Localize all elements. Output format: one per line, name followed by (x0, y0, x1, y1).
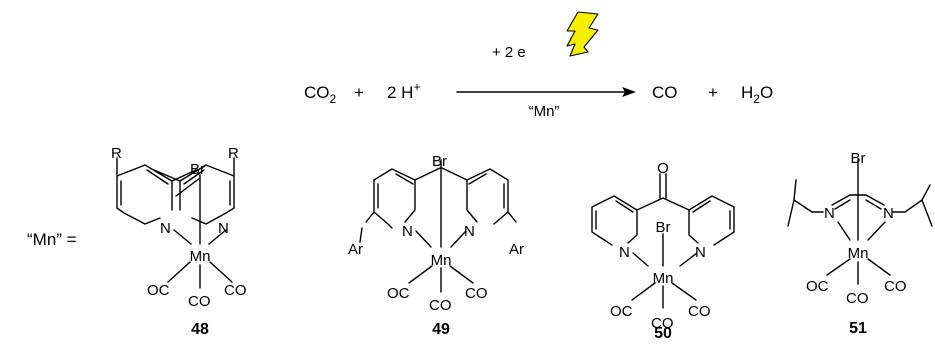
substituent-r: R (228, 145, 239, 162)
carbonyl-ligand: CO (224, 282, 247, 299)
pyridine-nitrogen: N (619, 244, 630, 261)
reactant-co2: CO2 (304, 83, 337, 106)
diimine-nitrogen: N (824, 205, 835, 222)
carbonyl-ligand: CO (846, 290, 869, 307)
bromide-ligand: Br (851, 150, 866, 167)
bromide-ligand: Br (656, 219, 671, 236)
ligand-bonds (359, 159, 517, 293)
manganese-center: Mn (431, 252, 452, 269)
carbonyl-ligand: OC (610, 303, 633, 320)
electron-label: + 2 e (492, 44, 526, 61)
complex-50: O Br N N Mn OC CO CO 50 (591, 160, 735, 342)
reactant-protons: 2 H+ (387, 80, 420, 102)
pyridine-nitrogen: N (160, 220, 171, 237)
ligand-bonds (787, 159, 933, 285)
ligand-bonds (116, 157, 235, 289)
compound-number: 49 (432, 321, 450, 338)
lightning-icon (566, 11, 599, 57)
plus-sign: + (708, 83, 718, 102)
bromide-ligand: Br (432, 153, 447, 170)
carbonyl-ligand: OC (806, 278, 829, 295)
carbonyl-ligand: OC (147, 282, 170, 299)
pyridine-nitrogen: N (218, 220, 229, 237)
manganese-center: Mn (848, 245, 869, 262)
ketone-oxygen: O (657, 160, 669, 177)
reaction-arrow-head (622, 87, 636, 97)
carbonyl-ligand: OC (387, 285, 410, 302)
aryl-substituent: Ar (509, 241, 524, 258)
complex-51: Br N N Mn OC CO CO 51 (787, 150, 933, 337)
catalyst-label: “Mn” (529, 103, 560, 120)
complex-48: R R Br N N Mn OC CO CO 48 (111, 145, 247, 338)
ligand-bonds (591, 173, 735, 309)
compound-number: 50 (654, 325, 672, 342)
carbonyl-ligand: CO (465, 285, 488, 302)
manganese-center: Mn (653, 270, 674, 287)
diimine-nitrogen: N (883, 205, 894, 222)
compound-number: 51 (849, 320, 867, 337)
reaction-equation: CO2 + 2 H+ + 2 e “Mn” CO + H2O (304, 11, 773, 120)
product-co: CO (652, 83, 678, 102)
substituent-r: R (111, 145, 122, 162)
manganese-center: Mn (190, 248, 211, 265)
pyridine-nitrogen: N (464, 223, 475, 240)
carbonyl-ligand: CO (188, 293, 211, 310)
pyridine-nitrogen: N (695, 244, 706, 261)
aryl-substituent: Ar (348, 241, 363, 258)
carbonyl-ligand: CO (429, 297, 452, 314)
carbonyl-ligand: CO (651, 315, 674, 332)
plus-sign: + (354, 83, 364, 102)
compound-number: 48 (191, 321, 209, 338)
pyridine-nitrogen: N (402, 223, 413, 240)
carbonyl-ligand: CO (884, 278, 907, 295)
mn-equals-label: “Mn” = (27, 230, 77, 249)
product-water: H2O (741, 83, 773, 106)
carbonyl-ligand: CO (688, 303, 711, 320)
bromide-ligand: Br (190, 161, 205, 178)
complex-49: Br N N Ar Ar Mn OC CO CO 49 (348, 153, 524, 338)
